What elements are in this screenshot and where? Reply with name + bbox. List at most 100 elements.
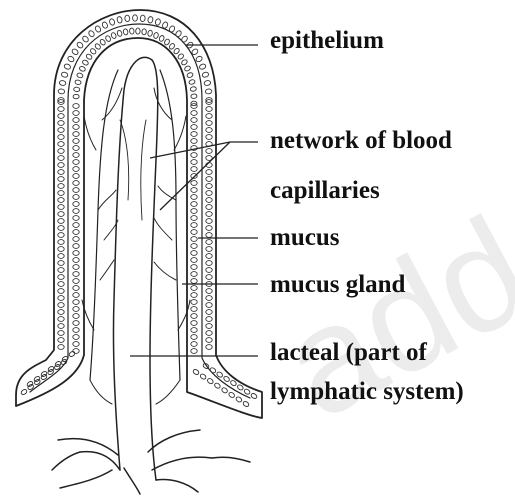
- label-epithelium: epithelium: [270, 27, 384, 55]
- epithelial-cell: [191, 202, 197, 207]
- epithelial-cell: [140, 15, 145, 22]
- epithelial-cell: [73, 139, 79, 144]
- epithelial-cell: [58, 128, 64, 133]
- epithelial-cell: [188, 79, 195, 85]
- epithelial-cell: [73, 342, 79, 347]
- epithelial-cell: [205, 89, 212, 94]
- epithelial-cell: [73, 307, 79, 312]
- epithelial-cell: [206, 254, 212, 259]
- epithelial-cell: [109, 18, 116, 26]
- epithelial-cell: [73, 300, 79, 305]
- epithelial-cell: [206, 149, 212, 154]
- epithelial-cell: [191, 307, 197, 312]
- epithelial-cell: [206, 240, 212, 245]
- epithelial-cell: [73, 181, 79, 186]
- epithelial-cell: [73, 118, 79, 123]
- epithelial-cell: [58, 268, 64, 273]
- epithelial-cell: [71, 48, 79, 56]
- epithelial-cell: [206, 296, 212, 301]
- epithelial-cell: [67, 55, 75, 62]
- epithelial-cell: [191, 132, 197, 137]
- epithelial-cell: [206, 135, 212, 140]
- epithelial-cell: [73, 251, 79, 256]
- epithelial-cell: [58, 289, 64, 294]
- epithelial-cell: [73, 188, 79, 193]
- epithelial-cell: [110, 32, 116, 39]
- label-lacteal: lacteal (part of: [270, 339, 427, 367]
- epithelial-cell: [191, 125, 197, 130]
- leader-lines: [130, 45, 258, 356]
- epithelial-cell: [76, 72, 83, 78]
- epithelial-cell: [206, 212, 212, 217]
- epithelial-cell: [58, 275, 64, 280]
- label-network-of-blood: network of blood: [270, 127, 452, 155]
- epithelial-cell: [204, 80, 211, 86]
- epithelial-cell: [58, 331, 64, 336]
- leader-blood-2: [160, 142, 230, 210]
- epithelial-cell: [73, 223, 79, 228]
- epithelial-cell: [206, 324, 212, 329]
- epithelial-cell: [191, 244, 197, 249]
- epithelial-cell: [73, 132, 79, 137]
- epithelial-cell: [191, 335, 197, 340]
- epithelial-cell: [206, 247, 212, 252]
- epithelial-cell: [58, 205, 64, 210]
- epithelial-cell: [73, 237, 79, 242]
- epithelial-cell: [64, 63, 72, 70]
- epithelial-cell: [191, 314, 197, 319]
- epithelial-cell: [89, 48, 96, 55]
- label-lymphatic-system: lymphatic system): [270, 378, 464, 406]
- epithelial-cell: [82, 35, 90, 43]
- epithelial-cell: [191, 181, 197, 186]
- epithelial-cell: [190, 86, 197, 92]
- epithelial-cell: [191, 237, 197, 242]
- epithelial-cell: [155, 18, 162, 26]
- epithelial-cell: [206, 170, 212, 175]
- epithelial-cell: [191, 195, 197, 200]
- epithelial-cell: [59, 80, 66, 86]
- epithelial-cell: [99, 38, 106, 45]
- epithelial-cell: [191, 328, 197, 333]
- epithelial-cell: [181, 59, 188, 66]
- epithelial-cell: [117, 16, 123, 23]
- epithelial-cell: [191, 293, 197, 298]
- epithelial-cell: [58, 310, 64, 315]
- epithelial-cell: [142, 29, 147, 35]
- epithelial-cell: [195, 55, 203, 62]
- epithelial-cell: [191, 216, 197, 221]
- epithelial-cell: [206, 191, 212, 196]
- epithelial-cell: [58, 261, 64, 266]
- epithelial-cell: [147, 30, 153, 37]
- epithelial-cell: [206, 289, 212, 294]
- epithelial-cell: [202, 71, 210, 78]
- epithelial-cell: [73, 258, 79, 263]
- epithelial-cell: [230, 380, 237, 387]
- epithelial-cell: [73, 321, 79, 326]
- epithelial-cell: [206, 331, 212, 336]
- epithelial-cell: [153, 32, 159, 39]
- epithelial-cell: [73, 209, 79, 214]
- epithelial-cell: [191, 321, 197, 326]
- epithelial-cell: [206, 219, 212, 224]
- epithelial-cell: [243, 388, 250, 395]
- epithelial-cell: [105, 35, 112, 42]
- epithelial-cell: [206, 338, 212, 343]
- epithelial-cell: [191, 153, 197, 158]
- epithelial-cell: [85, 53, 92, 60]
- epithelial-cell: [206, 268, 212, 273]
- epithelial-cell: [191, 349, 197, 354]
- epithelial-cell: [82, 59, 89, 66]
- epithelial-cell: [206, 205, 212, 210]
- epithelial-cell: [223, 375, 230, 382]
- label-capillaries: capillaries: [270, 177, 380, 205]
- epithelial-cell: [73, 293, 79, 298]
- epithelium-outer-edge: [16, 10, 262, 418]
- epithelial-cell: [191, 230, 197, 235]
- epithelial-cell: [73, 328, 79, 333]
- epithelial-cell: [206, 310, 212, 315]
- epithelial-cell: [228, 391, 235, 398]
- epithelial-cell: [206, 233, 212, 238]
- label-mucus-gland: mucus gland: [270, 271, 405, 299]
- epithelial-cell: [206, 345, 212, 350]
